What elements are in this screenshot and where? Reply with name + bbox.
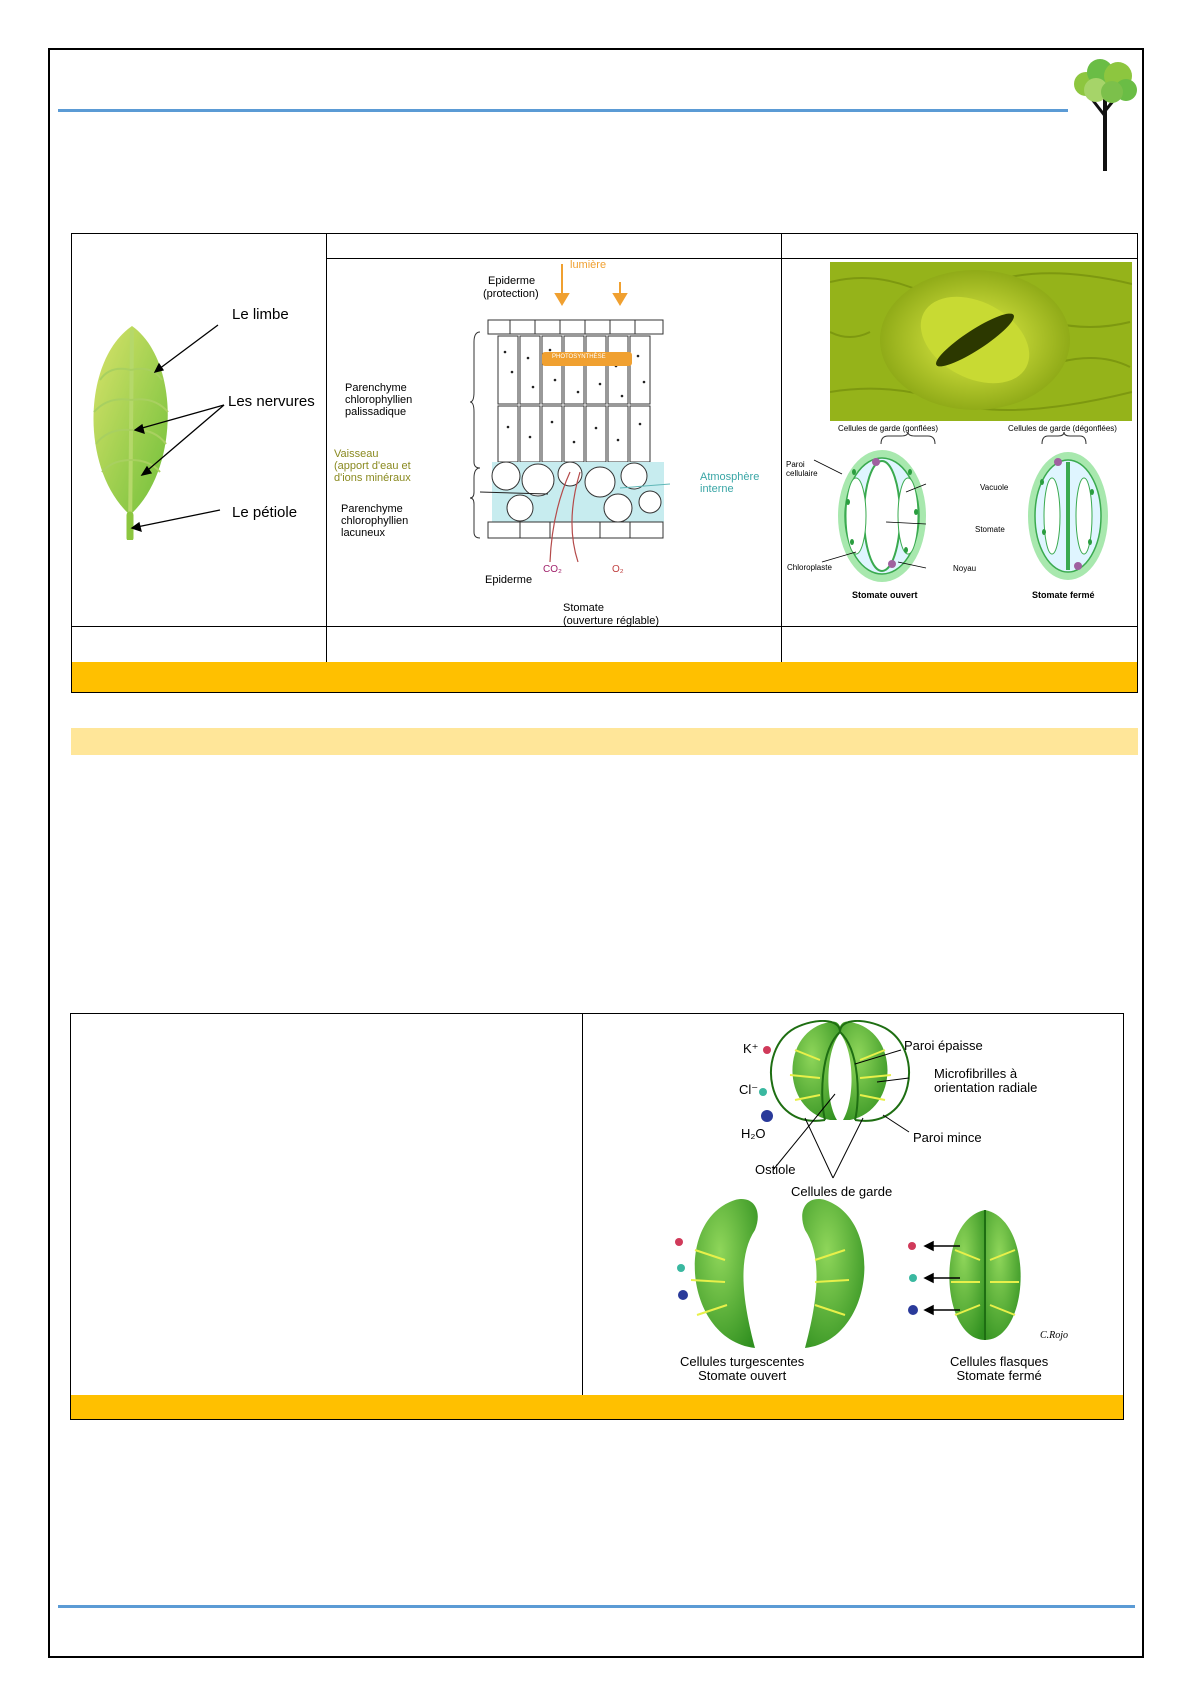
stomata-mechanism-table <box>70 1013 1124 1420</box>
label-chloroplaste: Chloroplaste <box>787 563 832 572</box>
label-protection: (protection) <box>483 288 539 300</box>
leaf-label-arrows <box>130 324 225 532</box>
label-cellules-garde: Cellules de garde <box>791 1184 893 1199</box>
label-epiderme-top: Epiderme <box>488 275 536 287</box>
label-ostiole: Ostiole <box>755 1162 796 1177</box>
label-stomate-ferme: Stomate fermé <box>1032 590 1095 600</box>
label-o2: O₂ <box>612 564 624 575</box>
stomata-mechanism-figure <box>675 1020 1021 1348</box>
label-petiole: Le pétiole <box>232 504 298 521</box>
label-limbe: Le limbe <box>232 306 289 323</box>
label-paroi-epaisse: Paroi épaisse <box>904 1038 983 1053</box>
stomata-diagram <box>813 432 1108 582</box>
tree-logo <box>1074 59 1137 171</box>
label-nervures: Les nervures <box>228 393 315 410</box>
label-ouverture: (ouverture réglable) <box>563 615 659 627</box>
label-vacuole: Vacuole <box>980 483 1009 492</box>
label-k: K⁺ <box>743 1041 759 1056</box>
section-title-band <box>71 728 1138 755</box>
artist-signature: C.Rojo <box>1040 1330 1069 1341</box>
footer-rule <box>58 1605 1135 1608</box>
label-stomate-diag: Stomate <box>975 525 1005 534</box>
label-paroi-mince: Paroi mince <box>913 1130 982 1145</box>
page-frame <box>48 48 1144 1658</box>
label-epiderme-bottom: Epiderme <box>485 574 533 586</box>
label-lumiere: lumière <box>570 259 607 271</box>
table1-footer-band <box>72 662 1137 692</box>
table2-footer-band <box>71 1395 1123 1419</box>
label-h2o: H₂O <box>741 1126 766 1141</box>
leaf-cross-section <box>470 264 670 563</box>
label-garde-gonflees: Cellules de garde (gonflées) <box>838 424 939 433</box>
label-cl: Cl⁻ <box>739 1082 759 1097</box>
label-photosynthese: PHOTOSYNTHÈSE <box>552 354 606 360</box>
label-co2: CO₂ <box>543 564 562 575</box>
leaf-structure-table <box>71 233 1138 693</box>
label-noyau: Noyau <box>953 564 977 573</box>
header-rule <box>58 109 1068 112</box>
label-garde-degonflees: Cellules de garde (dégonflées) <box>1008 424 1117 433</box>
label-stomate-ouvert: Stomate ouvert <box>852 590 918 600</box>
stomata-photo <box>830 262 1132 421</box>
label-stomate: Stomate <box>563 602 604 614</box>
